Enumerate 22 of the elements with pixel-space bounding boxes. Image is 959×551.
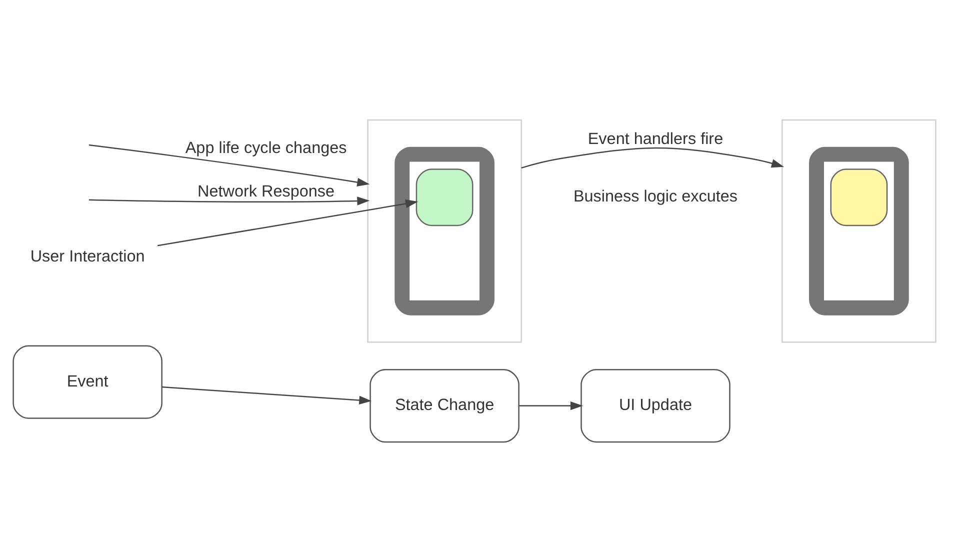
cluster [410, 161, 480, 300]
node-box [416, 168, 474, 226]
node-box [830, 168, 888, 226]
node-text: User Interaction [30, 247, 145, 266]
node-box: State Change [370, 368, 520, 442]
cluster [824, 161, 894, 300]
cluster [809, 146, 909, 315]
arrow [157, 198, 418, 246]
arrow [162, 386, 372, 404]
label: Business logic excutes [573, 187, 738, 206]
edge-label: Network Response [198, 182, 335, 200]
edge-label: Event handlers fire [588, 130, 724, 148]
arrow [88, 144, 370, 186]
arrow [521, 146, 784, 168]
cluster [367, 118, 522, 342]
cluster [394, 146, 494, 315]
cluster [782, 118, 936, 342]
node-box: Event [12, 344, 162, 418]
edge-label: App life cycle changes [185, 138, 347, 156]
arrow [88, 196, 370, 205]
node-box: UI Update [580, 368, 730, 442]
arrow [519, 400, 583, 410]
